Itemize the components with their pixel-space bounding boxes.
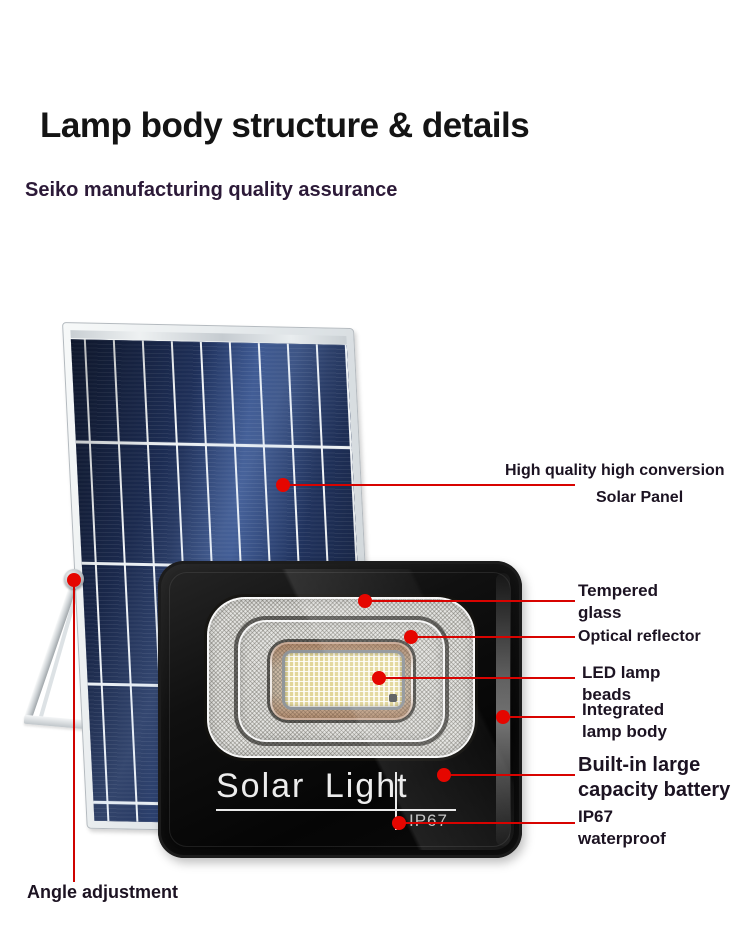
led-panel: [282, 650, 405, 710]
callout-label-solar-panel-line1: High quality high conversion: [505, 462, 725, 479]
lamp-brand-divider: [395, 772, 397, 830]
callout-label-ip67-waterproof: IP67 waterproof: [578, 807, 666, 848]
panel-stand-leg: [23, 578, 80, 720]
callout-dot-tempered-glass: [358, 594, 372, 608]
callout-line-optical-reflector: [411, 636, 575, 638]
callout-label-solar-panel-line2: Solar Panel: [596, 489, 684, 506]
callout-dot-optical-reflector: [404, 630, 418, 644]
callout-line-angle-adjustment: [73, 581, 75, 882]
callout-line-integrated-lamp-body: [503, 716, 575, 718]
callout-label-integrated-lamp-body: Integrated lamp body: [582, 700, 668, 741]
page-subtitle: Seiko manufacturing quality assurance: [25, 179, 398, 201]
callout-label-angle-adjustment: Angle adjustment: [27, 882, 179, 902]
callout-label-optical-reflector: Optical reflector: [578, 628, 701, 645]
callout-line-solar-panel: [283, 484, 575, 486]
led-panel-sensor: [389, 694, 397, 702]
callout-label-led-lamp-beads: LED lamp beads: [582, 663, 661, 704]
lamp-brand-underline: [216, 809, 456, 811]
callout-label-built-in-battery: Built-in large capacity battery: [578, 754, 731, 801]
callout-line-built-in-battery: [444, 774, 575, 776]
callout-dot-built-in-battery: [437, 768, 451, 782]
callout-dot-ip67-waterproof: [392, 816, 406, 830]
lamp-bezel: [169, 572, 511, 847]
page-title: Lamp body structure & details: [40, 106, 530, 145]
lamp-brand-text: Solar Light: [216, 767, 409, 805]
lamp-side-highlight: [496, 573, 510, 846]
callout-dot-integrated-lamp-body: [496, 710, 510, 724]
callout-label-tempered-glass: Tempered glass: [578, 581, 658, 622]
flood-light-image: Solar Light IP67: [158, 561, 522, 858]
callout-dot-led-lamp-beads: [372, 671, 386, 685]
callout-line-ip67-waterproof: [399, 822, 575, 824]
callout-dot-angle-adjustment: [67, 573, 81, 587]
callout-line-led-lamp-beads: [379, 677, 575, 679]
callout-dot-solar-panel: [276, 478, 290, 492]
lamp-rating-text: IP67: [409, 811, 448, 830]
callout-line-tempered-glass: [365, 600, 575, 602]
